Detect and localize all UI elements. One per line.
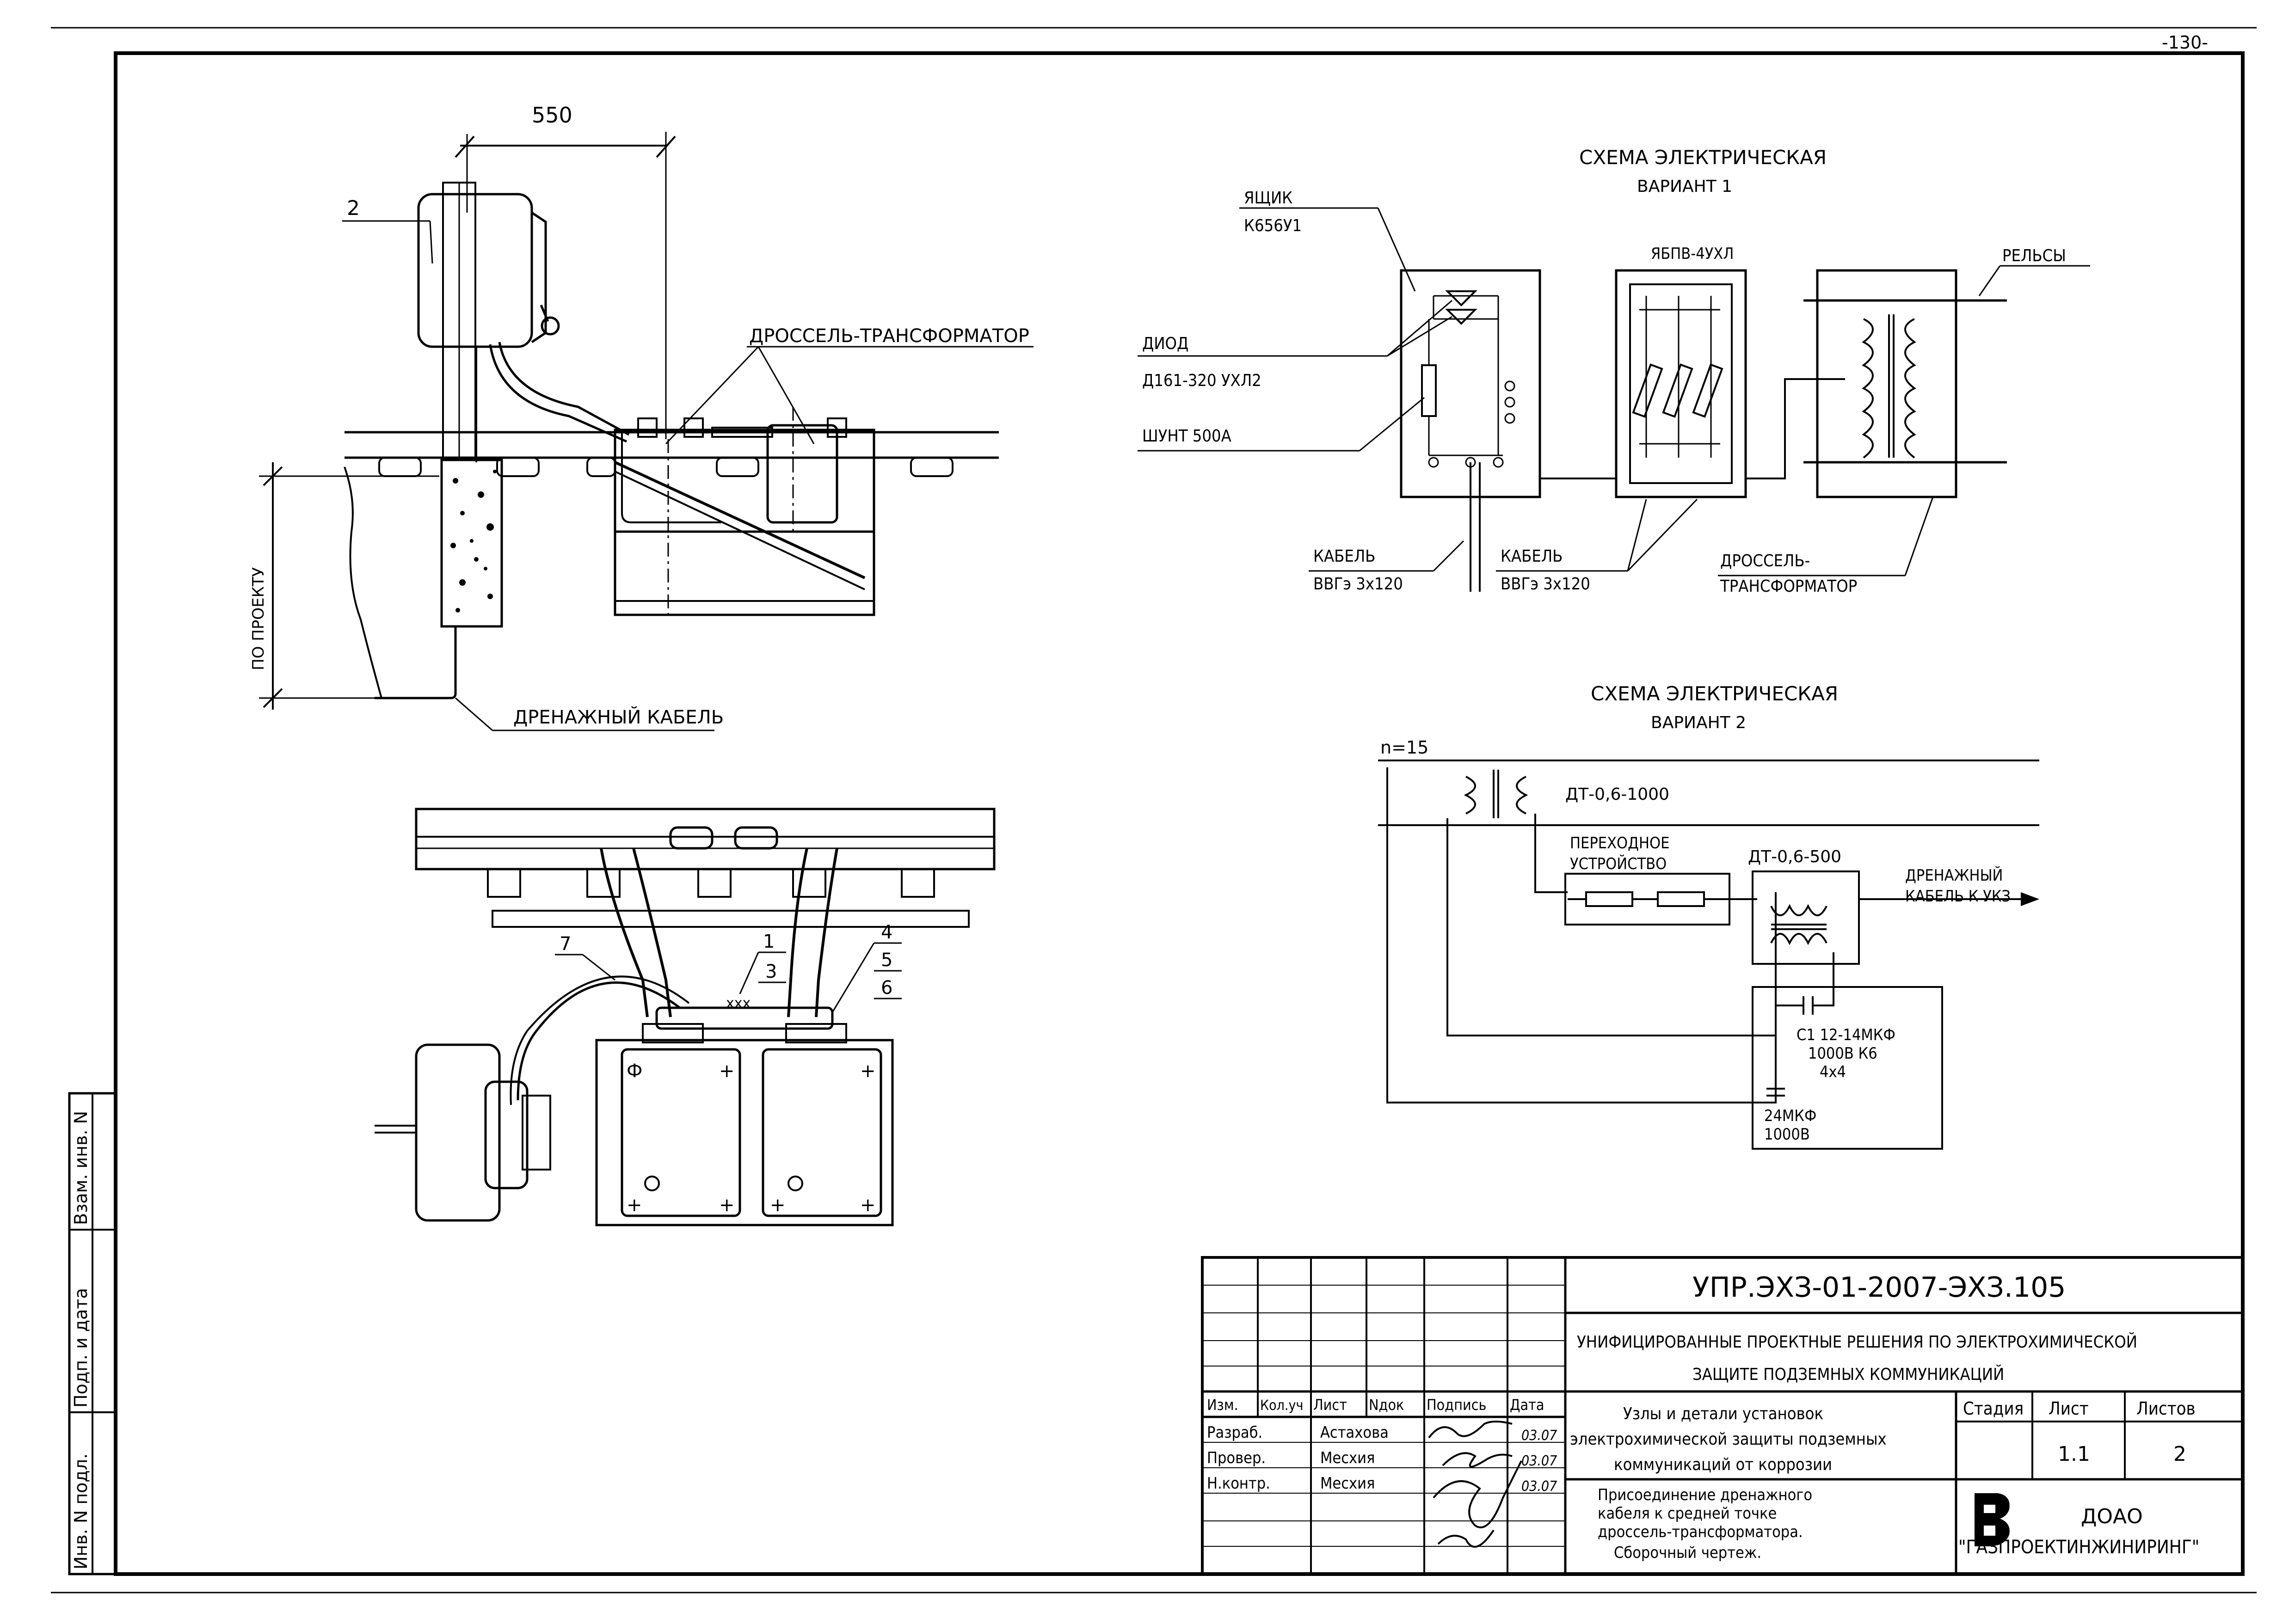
scheme-variant-1: СХЕМА ЭЛЕКТРИЧЕСКАЯ ВАРИАНТ 1 ЯЩИК К656У… — [1138, 146, 2090, 596]
drain-line1: ДРЕНАЖНЫЙ — [1905, 866, 2003, 885]
scheme1-subtitle: ВАРИАНТ 1 — [1637, 177, 1732, 196]
callout-1: 1 — [763, 931, 775, 952]
date-checker: 03.07 — [1521, 1453, 1557, 1469]
c2-line2: 1000В — [1764, 1125, 1810, 1144]
c2-line1: 24МКФ — [1764, 1107, 1816, 1125]
org-line1: ДОАО — [2081, 1505, 2143, 1528]
cable1-type: ВВГэ 3х120 — [1313, 575, 1403, 594]
drawing-line3: дроссель-трансформатора. — [1598, 1523, 1803, 1541]
svg-text:+: + — [627, 1195, 642, 1216]
connection-mark: xxx — [726, 995, 751, 1011]
concrete-texture — [450, 470, 497, 613]
title-block: Изм. Кол.уч Лист Nдок Подпись Дата Разра… — [1201, 1256, 2244, 1575]
n-count: n=15 — [1380, 737, 1428, 758]
box-label: ЯЩИК — [1244, 189, 1292, 208]
hdr-ndok: Nдок — [1369, 1396, 1404, 1414]
sheets-header: Листов — [2136, 1398, 2196, 1419]
sheets-value: 2 — [2173, 1442, 2186, 1466]
shunt-label: ШУНТ 500А — [1142, 427, 1231, 446]
choke-line2: ТРАНСФОРМАТОР — [1720, 577, 1857, 596]
drain-line2: КАБЕЛЬ К УКЗ — [1905, 887, 2011, 906]
c1-line2: 1000В К6 — [1808, 1044, 1877, 1063]
dt2-label: ДТ-0,6-500 — [1748, 847, 1841, 866]
date-developer: 03.07 — [1521, 1428, 1557, 1444]
cable1-label: КАБЕЛЬ — [1313, 547, 1375, 566]
terminal-clamps — [642, 1023, 847, 1043]
stamp-replace: Взам. инв. N — [71, 1111, 91, 1225]
dt1-label: ДТ-0,6-1000 — [1565, 785, 1669, 804]
role-normcontrol: Н.контр. — [1207, 1474, 1270, 1493]
choke-line1: ДРОССЕЛЬ- — [1720, 552, 1810, 570]
callout-7: 7 — [560, 933, 571, 955]
c1-line3: 4х4 — [1820, 1063, 1846, 1081]
section-line3: коммуникаций от коррозии — [1614, 1455, 1832, 1474]
stage-header: Стадия — [1963, 1398, 2024, 1419]
sheet-header: Лист — [2049, 1398, 2089, 1419]
drain-cable-label: ДРЕНАЖНЫЙ КАБЕЛЬ — [513, 706, 724, 728]
dimension-550: 550 — [532, 103, 572, 128]
project-line1: УНИФИЦИРОВАННЫЕ ПРОЕКТНЫЕ РЕШЕНИЯ ПО ЭЛЕ… — [1577, 1332, 2137, 1352]
scheme2-subtitle: ВАРИАНТ 2 — [1651, 713, 1746, 732]
hdr-kol: Кол.уч — [1260, 1397, 1303, 1414]
svg-text:Ф: Ф — [627, 1060, 642, 1082]
assembly-elevation: 550 2 ДРЕНАЖНЫЙ КАБЕЛЬ — [249, 103, 1034, 731]
sheet-frame — [51, 27, 2257, 1593]
callout-5: 5 — [881, 950, 892, 971]
plan-view: xxx Ф + + + + + + 1 3 4 5 — [375, 808, 996, 1226]
date-normcontrol: 03.07 — [1521, 1478, 1557, 1495]
name-normcontrol: Месхия — [1320, 1474, 1375, 1493]
cable2-label: КАБЕЛЬ — [1501, 547, 1563, 566]
stamp-inv-no: Инв. N подл. — [71, 1453, 91, 1569]
drawing-line2: кабеля к средней точке — [1598, 1504, 1777, 1523]
callout-2: 2 — [347, 196, 360, 220]
svg-text:+: + — [860, 1195, 876, 1216]
hdr-list: Лист — [1313, 1396, 1347, 1414]
svg-text:+: + — [770, 1195, 786, 1216]
svg-text:+: + — [719, 1060, 735, 1082]
svg-text:+: + — [860, 1060, 876, 1082]
role-developer: Разраб. — [1207, 1423, 1262, 1442]
hdr-izm: Изм. — [1207, 1396, 1238, 1414]
hdr-sign: Подпись — [1427, 1396, 1487, 1414]
callout-6: 6 — [881, 977, 892, 999]
rails-label: РЕЛЬСЫ — [2002, 246, 2066, 265]
page-number: -130- — [2162, 32, 2208, 53]
name-checker: Месхия — [1320, 1449, 1375, 1467]
c1-line1: С1 12-14МКФ — [1797, 1026, 1895, 1044]
scheme2-title: СХЕМА ЭЛЕКТРИЧЕСКАЯ — [1591, 682, 1838, 705]
signatures — [1428, 1421, 1522, 1548]
stamp-sign-date: Подп. и дата — [71, 1288, 91, 1408]
choke-transformer-label: ДРОССЕЛЬ-ТРАНСФОРМАТОР — [749, 325, 1029, 347]
drawing-line1: Присоединение дренажного — [1598, 1486, 1812, 1504]
panel-label: ЯБПВ-4УХЛ — [1651, 245, 1734, 263]
side-stamp: Инв. N подл. Подп. и дата Взам. инв. N — [68, 1092, 117, 1575]
sheet-value: 1.1 — [2058, 1442, 2090, 1466]
cable2-type: ВВГэ 3х120 — [1501, 575, 1590, 594]
hdr-date: Дата — [1510, 1396, 1544, 1414]
box-type: К656У1 — [1244, 216, 1302, 235]
transition-line2: УСТРОЙСТВО — [1570, 854, 1667, 873]
callout-4: 4 — [881, 922, 892, 943]
fuses — [1632, 296, 1723, 458]
callout-3: 3 — [765, 961, 777, 982]
scheme-variant-2: СХЕМА ЭЛЕКТРИЧЕСКАЯ ВАРИАНТ 2 n=15 ДТ-0,… — [1378, 682, 2039, 1150]
section-line1: Узлы и детали установок — [1623, 1404, 1823, 1423]
section-line2: электрохимической защиты подземных — [1570, 1430, 1887, 1449]
name-developer: Астахова — [1320, 1423, 1389, 1442]
scheme1-title: СХЕМА ЭЛЕКТРИЧЕСКАЯ — [1579, 146, 1827, 169]
doc-code: УПР.ЭХЗ-01-2007-ЭХЗ.105 — [1692, 1271, 2066, 1304]
svg-text:+: + — [719, 1195, 735, 1216]
org-line2: "ГАЗПРОЕКТИНЖИНИРИНГ" — [1958, 1537, 2199, 1558]
diode-type: Д161-320 УХЛ2 — [1142, 371, 1261, 390]
project-line2: ЗАЩИТЕ ПОДЗЕМНЫХ КОММУНИКАЦИЙ — [1692, 1365, 2004, 1384]
diode-label: ДИОД — [1142, 334, 1188, 353]
per-project-label: ПО ПРОЕКТУ — [249, 567, 268, 670]
role-checker: Провер. — [1207, 1449, 1266, 1467]
company-logo — [1975, 1493, 2010, 1546]
transition-line1: ПЕРЕХОДНОЕ — [1570, 834, 1669, 852]
drawing-line4: Сборочный чертеж. — [1614, 1544, 1761, 1562]
